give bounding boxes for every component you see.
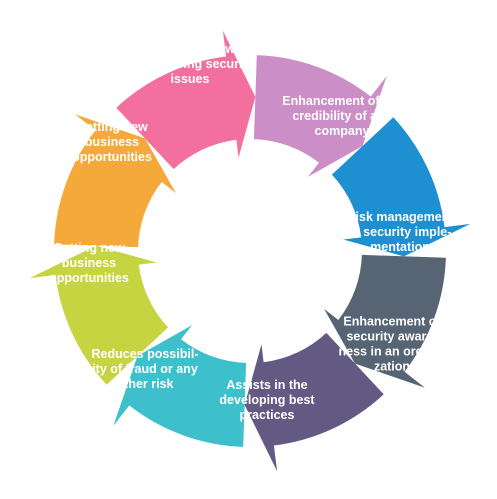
cycle-segment-label-line: Getting new bbox=[76, 120, 148, 134]
cycle-segment-label-line: Reduces possibil- bbox=[92, 347, 199, 361]
cycle-segment-3 bbox=[331, 117, 471, 257]
cycle-segment-label-line: Assists in the bbox=[226, 378, 307, 392]
cycle-segment-label-line: business bbox=[62, 256, 116, 270]
cycle-segment-label-line: in security imple- bbox=[349, 225, 452, 239]
cycle-segment-8 bbox=[54, 114, 176, 248]
cycle-segment-label-line: Enhancement of bbox=[343, 315, 441, 329]
cycle-segment-label-line: company bbox=[315, 124, 370, 138]
cycle-segment-2 bbox=[253, 55, 387, 177]
cycle-segment-label-line: practices bbox=[240, 408, 295, 422]
cycle-segment-label-line: opportunities bbox=[72, 150, 152, 164]
cycle-segment-label-line: ity of fraud or any bbox=[92, 362, 198, 376]
cycle-segment-label-line: credibility of any bbox=[292, 109, 391, 123]
cycle-segment-5 bbox=[244, 332, 384, 472]
cycle-segment-label-line: ness in an organi- bbox=[339, 345, 446, 359]
cycle-segment-label-line: opportunities bbox=[49, 271, 129, 285]
cycle-segment-4 bbox=[324, 254, 446, 388]
cycle-segment-7 bbox=[29, 245, 169, 385]
cycle-segment-label-line: Risk management bbox=[347, 210, 455, 224]
cycle-segment-6 bbox=[113, 325, 247, 447]
cycle-segment-label-line: developing best bbox=[219, 393, 315, 407]
cycle-segment-label-line: Enhancement of the bbox=[282, 94, 402, 108]
cycle-segment-label-line: issues bbox=[171, 72, 210, 86]
cycle-segment-1 bbox=[116, 30, 256, 170]
cycle-segment-label-line: business bbox=[85, 135, 139, 149]
cycle-segment-label-line: for resolving security bbox=[126, 57, 253, 71]
cycle-segment-label-line: Getting new bbox=[53, 241, 125, 255]
cycle-segment-label-line: security aware- bbox=[346, 330, 437, 344]
cycle-segment-label-line: A valuable framework bbox=[126, 42, 255, 56]
cycle-segment-label-line: zation bbox=[374, 360, 410, 374]
cycle-segment-label-line: mentation bbox=[370, 240, 430, 254]
cycle-segment-label-line: other risk bbox=[117, 377, 174, 391]
